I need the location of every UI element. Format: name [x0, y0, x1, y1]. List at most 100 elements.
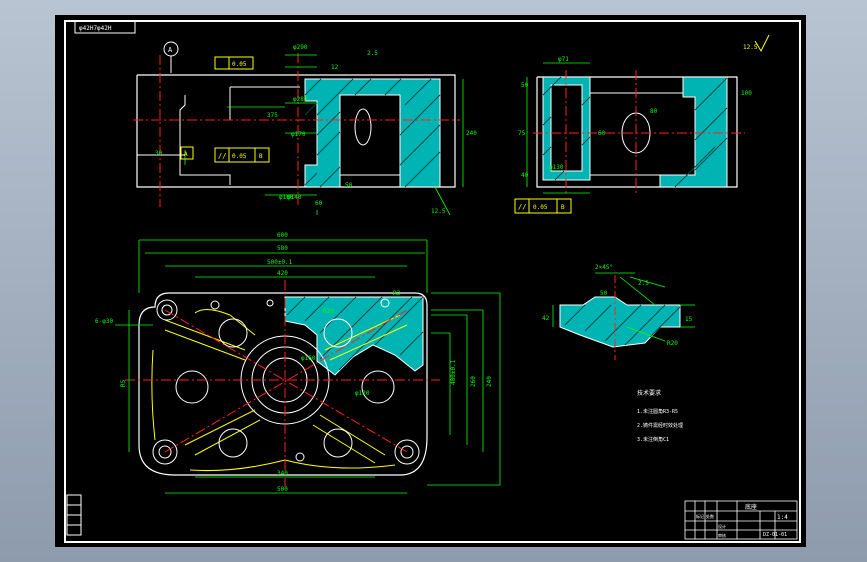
plan-hole-tl [156, 299, 178, 321]
front-outline [136, 74, 456, 188]
title-block-name: 底座 [745, 503, 757, 511]
svg-text:B: B [561, 204, 565, 211]
front-view: A [133, 41, 477, 216]
detail-view: 2×45° 2.5 50 R20 15 42 [542, 264, 695, 360]
plan-hole-3 [218, 428, 248, 458]
plan-hole-6 [361, 370, 395, 404]
drawing-border [64, 20, 801, 543]
plan-hole-br-inner [400, 445, 414, 459]
plan-hole-small-1 [210, 300, 220, 310]
front-dim-d13: φ160 [279, 194, 294, 201]
title-block-scale: 1:4 [777, 514, 788, 521]
plan-hole-tl-inner [161, 304, 173, 316]
view-marker-a-label: A [168, 46, 173, 54]
detail-dimension-texts: 2×45° 2.5 50 R20 15 42 [542, 264, 693, 347]
plan-hole-small-2 [380, 298, 390, 308]
plan-hole-bl [152, 439, 178, 465]
svg-text:0.05: 0.05 [232, 153, 247, 160]
title-block [684, 500, 798, 540]
front-dimension-lines [184, 54, 464, 216]
plan-dim-p11: R20 [323, 308, 334, 315]
notes-title: 技术要求 [637, 389, 661, 397]
notes-item-2: 2.铸件需经时效处理 [637, 422, 683, 429]
notes-item-1: 1.未注圆角R3-R5 [637, 408, 678, 415]
side-hatched-left [542, 76, 591, 181]
front-dim-d8: 30 [155, 150, 163, 157]
top-left-label-box [74, 20, 136, 34]
plan-dimension-texts: 600 580 500±0.1 420 400±0.1 260 240 340 … [95, 232, 493, 493]
detail-dimension-lines [552, 272, 695, 342]
svg-text://: // [218, 152, 226, 160]
plan-hole-2 [323, 318, 353, 348]
front-hatch-lines [304, 78, 441, 188]
side-dimension-texts: φ71 φ130 75 60 50 40 80 100 [518, 56, 752, 179]
side-hatch-lines [542, 76, 728, 188]
detail-hatch-lines [564, 304, 681, 346]
plan-dim-p4: 420 [277, 270, 288, 277]
revision-cell-1: 标记 [696, 513, 704, 519]
plan-hole-br [394, 439, 420, 465]
front-dim-d7: 50 [345, 182, 353, 189]
detail-dim-t6: 42 [542, 315, 550, 322]
top-right-roughness: 12.5 [743, 44, 758, 51]
svg-text:0.05: 0.05 [232, 61, 247, 68]
plan-dim-p14: φ160 [301, 355, 316, 362]
revision-cell-2: 处数 [706, 513, 714, 519]
plan-dim-p15: R5 [120, 379, 127, 387]
plan-hole-4 [323, 428, 353, 458]
plan-dim-p3: 500±0.1 [267, 259, 293, 266]
front-dim-d6: 240 [466, 130, 477, 137]
front-hatched-section [304, 78, 441, 188]
side-dim-s5: 50 [521, 82, 529, 89]
front-dim-d1: φ290 [293, 44, 308, 51]
side-dim-s1: φ71 [558, 56, 569, 63]
top-left-label: φ42H7φ42H [79, 25, 112, 32]
notes-item-3: 3.未注倒角C1 [637, 436, 669, 443]
side-tolerance-parallel: // 0.05 B [514, 198, 572, 214]
front-tolerance-parallel: // 0.05 B [214, 147, 270, 163]
front-inner-contour [179, 95, 231, 185]
front-dim-d12: 12.5 [431, 208, 446, 215]
detail-dim-t4: R20 [667, 340, 678, 347]
side-dim-s4: 60 [598, 130, 606, 137]
plan-centerline-d2 [164, 309, 408, 453]
plan-dimension-lines [115, 239, 501, 494]
plan-dim-p1: 600 [277, 232, 288, 239]
front-datum-label: A [184, 151, 188, 158]
plan-dim-p9: 500 [277, 486, 288, 493]
left-revision-strip [66, 494, 82, 536]
plan-dim-p8: 340 [277, 470, 288, 477]
front-dimension-texts: φ290 φ280 φ170 φ140 375 240 50 30 60 12 … [155, 44, 477, 215]
svg-text:B: B [259, 153, 263, 160]
plan-dim-p7: 240 [486, 376, 493, 387]
side-view: // 0.05 B φ71 φ130 75 60 50 40 80 100 12… [514, 34, 770, 214]
side-outline [536, 76, 738, 188]
plan-hatch-lines [286, 296, 424, 371]
plan-dim-p2: 580 [277, 245, 288, 252]
front-tolerance-flatness: 0.05 [214, 56, 254, 70]
front-dim-d5: 375 [267, 112, 278, 119]
plan-dim-p13: R3 [393, 290, 401, 297]
front-dim-d11: 2.5 [367, 50, 378, 57]
front-dim-d4: φ140 [287, 194, 302, 201]
side-dim-s2: φ130 [549, 164, 564, 171]
detail-dim-t2: 2.5 [638, 280, 649, 287]
front-dim-d3: φ170 [291, 131, 306, 138]
revision-cell-4: 审核 [718, 532, 726, 538]
cad-drawing: φ42H7φ42H A [64, 20, 801, 543]
plan-hole-bl-inner [158, 445, 172, 459]
front-dim-d10: 12 [331, 64, 339, 71]
detail-dim-t5: 15 [685, 316, 693, 323]
detail-dim-t3: 50 [600, 290, 608, 297]
plan-dim-p5: 400±0.1 [450, 359, 457, 385]
technical-notes: 技术要求 1.未注圆角R3-R5 2.铸件需经时效处理 3.未注倒角C1 [637, 389, 683, 443]
side-dim-s7: 80 [650, 108, 658, 115]
plan-dim-p12: φ120 [355, 390, 370, 397]
side-dimension-lines [526, 62, 590, 194]
svg-text:0.05: 0.05 [533, 204, 548, 211]
front-dim-d9: 60 [315, 200, 323, 207]
side-dim-s8: 100 [741, 90, 752, 97]
plan-hole-small-4 [266, 299, 274, 307]
svg-text://: // [518, 203, 526, 211]
detail-dim-t1: 2×45° [595, 264, 613, 271]
